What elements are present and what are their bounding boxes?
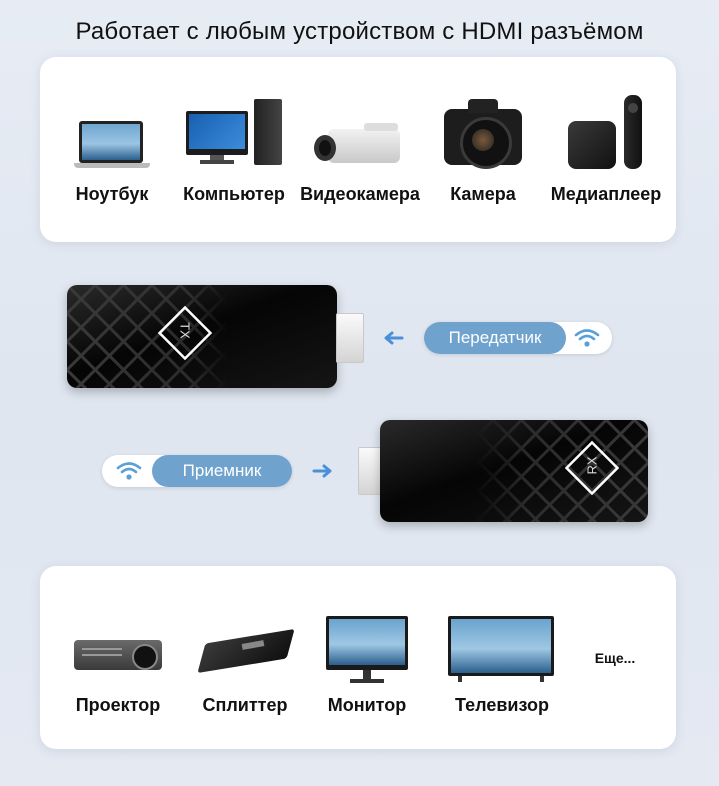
transmitter-dongle: TX (67, 285, 337, 388)
projector-label: Проектор (75, 695, 161, 715)
transmitter-mark: TX (177, 322, 193, 339)
display-devices-card: Проектор Сплиттер Монитор Телевизор Еще.… (40, 566, 676, 749)
transmitter-label: Передатчик (424, 322, 566, 354)
monitor-label: Монитор (327, 695, 407, 715)
wifi-icon (574, 329, 600, 347)
diamond-pattern-icon (380, 420, 648, 522)
splitter-label: Сплиттер (202, 695, 288, 715)
camera-label: Камера (450, 184, 516, 204)
arrow-right-icon (312, 464, 332, 478)
computer-label: Компьютер (183, 184, 285, 204)
camcorder-label: Видеокамера (300, 184, 420, 204)
laptop-label: Ноутбук (75, 184, 149, 204)
camcorder-icon (314, 123, 406, 169)
receiver-label: Приемник (152, 455, 292, 487)
mediaplayer-icon (568, 95, 648, 171)
diamond-pattern-icon (67, 285, 337, 388)
monitor-icon (326, 616, 408, 686)
tv-label: Телевизор (455, 695, 549, 715)
receiver-dongle: RX (380, 420, 648, 522)
mediaplayer-label: Медиаплеер (550, 184, 662, 204)
tv-icon (448, 616, 554, 682)
receiver-hdmi-plug (358, 447, 384, 495)
receiver-mark: RX (584, 456, 600, 475)
projector-icon (74, 638, 164, 674)
more-label: Еще... (594, 650, 636, 666)
receiver-pill: Приемник (102, 455, 292, 487)
arrow-left-icon (384, 331, 404, 345)
computer-icon (186, 99, 286, 169)
splitter-icon (197, 628, 295, 680)
transmitter-pill: Передатчик (424, 322, 612, 354)
wifi-icon (116, 462, 142, 480)
camera-icon (444, 99, 522, 169)
page-title: Работает с любым устройством с HDMI разъ… (75, 18, 644, 45)
source-devices-card: Ноутбук Компьютер Видеокамера Камера Мед… (40, 57, 676, 242)
laptop-icon (74, 121, 150, 171)
transmitter-hdmi-plug (336, 313, 364, 363)
